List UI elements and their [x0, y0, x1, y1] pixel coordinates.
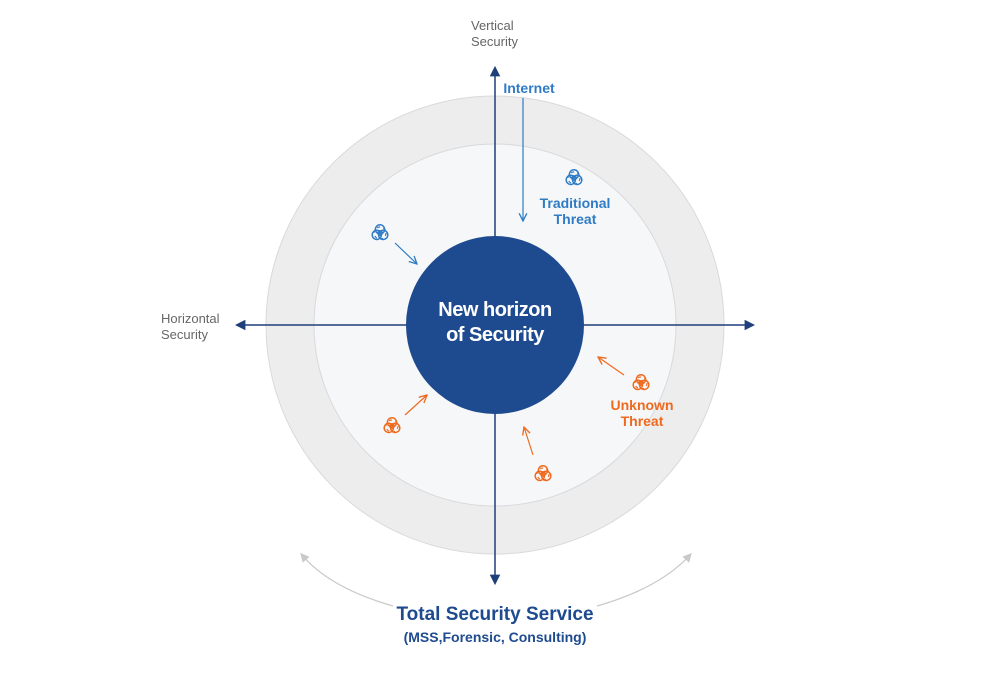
unknown-threat-arrow [524, 427, 534, 456]
center-title: New horizon of Security [438, 299, 552, 346]
unknown-threat-arrow [404, 395, 427, 416]
service-arc-right [596, 552, 692, 607]
traditional-threat-arrow [394, 242, 417, 264]
unknown-threat-arrow [598, 357, 625, 376]
core-circle [406, 236, 584, 414]
unknown-threat-label: Unknown Threat [610, 397, 674, 429]
horizontal-security-label: Horizontal Security [161, 311, 220, 342]
service-arc-left [300, 552, 394, 607]
vertical-security-label: Vertical Security [471, 18, 518, 49]
footer-subtitle: (MSS,Forensic, Consulting) [403, 629, 587, 645]
footer-title: Total Security Service [396, 604, 594, 625]
traditional-threat-label: Traditional Threat [539, 195, 611, 227]
internet-label: Internet [503, 80, 555, 96]
